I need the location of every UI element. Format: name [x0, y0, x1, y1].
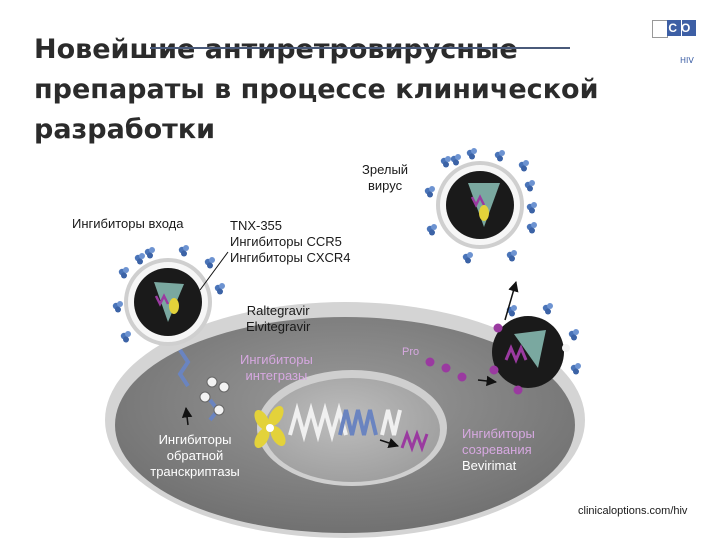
- nucleotides: [199, 376, 230, 416]
- slide-title: Новейшие антиретровирусные препараты в п…: [34, 34, 599, 145]
- entry-pointer-line: [199, 251, 229, 291]
- entry-drug-1: TNX-355: [230, 218, 283, 233]
- rt-inhibitors-line-3: транскриптазы: [150, 464, 240, 479]
- integrase-inhibitors-line-2: интегразы: [245, 368, 308, 383]
- maturation-inhibitors-label: Ингибиторы созревания Bevirimat: [462, 426, 535, 474]
- entry-drug-2: Ингибиторы CCR5: [230, 234, 342, 249]
- title-underline: [150, 47, 570, 49]
- rt-inhibitors-line-1: Ингибиторы: [158, 432, 232, 447]
- rt-inhibitors-label: Ингибиторы обратной транскриптазы: [140, 432, 250, 480]
- cco-logo: CCO: [652, 20, 698, 38]
- logo-box-3: [682, 20, 696, 36]
- host-dna: [288, 402, 348, 443]
- source-credit: clinicaloptions.com/hiv: [578, 505, 688, 517]
- integrated-viral-dna: [338, 409, 378, 436]
- maturation-inhibitors-line-2: созревания: [462, 442, 532, 457]
- arrow-export: [379, 438, 399, 448]
- logo-text: CCO: [655, 21, 695, 35]
- integrase-inhibitors-line-1: Ингибиторы: [240, 352, 313, 367]
- viral-rna-export: [400, 429, 429, 453]
- logo-box-2: [667, 20, 681, 36]
- nucleus: [257, 370, 447, 486]
- incoming-rna: [177, 348, 191, 388]
- entry-drugs-label: TNX-355 Ингибиторы CCR5 Ингибиторы CXCR4: [230, 218, 351, 266]
- maturation-drug: Bevirimat: [462, 458, 517, 473]
- host-dna-2: [380, 409, 402, 436]
- mature-virus-line-2: вирус: [367, 178, 403, 193]
- pro-label: Pro: [402, 346, 420, 358]
- logo-subtitle: HIV: [680, 56, 694, 65]
- arrow-rt: [181, 406, 193, 426]
- integrase-drugs-label: Raltegravir Elvitegravir: [246, 303, 310, 335]
- protease-particles: [425, 357, 467, 382]
- arrow-release: [504, 280, 519, 321]
- entry-inhibitors-label: Ингибиторы входа: [72, 216, 184, 231]
- arrow-assembly: [477, 375, 498, 387]
- reverse-transcriptase-enzyme: [254, 406, 286, 448]
- maturation-inhibitors-line-1: Ингибиторы: [462, 426, 535, 441]
- rt-inhibitors-line-2: обратной: [166, 448, 224, 463]
- mature-virus-line-1: Зрелый: [362, 162, 409, 177]
- entering-virion: [112, 245, 225, 346]
- mature-virion: [424, 148, 537, 264]
- entry-drug-3: Ингибиторы CXCR4: [230, 250, 351, 265]
- budding-virion: [489, 303, 581, 395]
- mature-virus-label: Зрелый вирус: [362, 162, 408, 194]
- integrase-inhibitors-label: Ингибиторы интегразы: [240, 352, 313, 384]
- integrase-drug-2: Elvitegravir: [246, 319, 311, 334]
- integrase-drug-1: Raltegravir: [246, 303, 310, 318]
